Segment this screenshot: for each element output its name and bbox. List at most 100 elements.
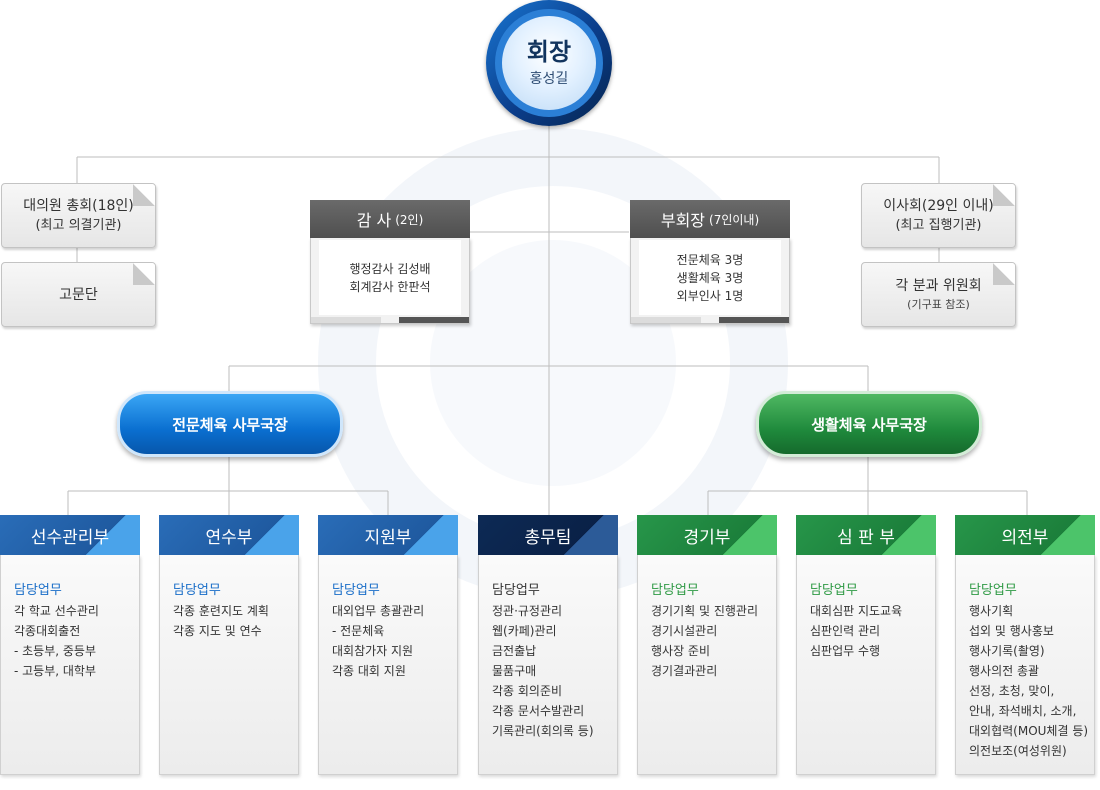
duty-item: 행사기록(촬영) bbox=[969, 644, 1045, 658]
duty-item: 행사의전 총괄 bbox=[969, 664, 1040, 678]
duty-item: 웹(카페)관리 bbox=[492, 624, 557, 638]
vice-member: 외부인사 1명 bbox=[676, 288, 744, 303]
duty-item: 선정, 초청, 맞이, bbox=[969, 684, 1055, 698]
department-name: 의전부 bbox=[1001, 527, 1049, 548]
audit-header: 감 사 (2인) bbox=[310, 200, 470, 238]
vice-member: 전문체육 3명 bbox=[676, 252, 744, 267]
duty-item: - 초등부, 중등부 bbox=[14, 644, 97, 658]
board-of-directors-box: 이사회(29인 이내) (최고 집행기관) bbox=[861, 183, 1016, 248]
duty-item: 대외업무 총괄관리 bbox=[332, 604, 425, 618]
page-fold-corner bbox=[133, 184, 155, 206]
duty-item: 행사기획 bbox=[969, 604, 1014, 618]
duty-item: 각 학교 선수관리 bbox=[14, 604, 99, 618]
vice-member: 생활체육 3명 bbox=[676, 270, 744, 285]
duty-item: 정관·규정관리 bbox=[492, 604, 563, 618]
duties-heading: 담당업무 bbox=[332, 583, 380, 598]
department-header: 선수관리부 bbox=[0, 515, 140, 555]
duties-heading: 담당업무 bbox=[969, 583, 1017, 598]
department-header: 지원부 bbox=[318, 515, 458, 555]
public-sports-secretary-pill: 생활체육 사무국장 bbox=[756, 391, 982, 457]
department-name: 총무팀 bbox=[524, 527, 572, 548]
duty-item: 대회참가자 지원 bbox=[332, 644, 414, 658]
duty-item: 심판인력 관리 bbox=[810, 624, 881, 638]
duty-item: 각종 지도 및 연수 bbox=[173, 624, 262, 638]
department-name: 지원부 bbox=[364, 527, 412, 548]
president-node: 회장 홍성길 bbox=[486, 0, 612, 126]
public-secretary-label: 생활체육 사무국장 bbox=[811, 415, 927, 434]
elite-secretary-label: 전문체육 사무국장 bbox=[172, 415, 288, 434]
duty-item: 물품구매 bbox=[492, 664, 537, 678]
audit-foot-dark bbox=[399, 317, 469, 323]
duty-item: 각종 대회 지원 bbox=[332, 664, 406, 678]
duties-heading: 담당업무 bbox=[173, 583, 221, 598]
board-title: 이사회(29인 이내) bbox=[883, 197, 994, 214]
department-header: 연수부 bbox=[159, 515, 299, 555]
duty-item: 금전출납 bbox=[492, 644, 537, 658]
duty-item: 각종 문서수발관리 bbox=[492, 704, 585, 718]
department-name: 경기부 bbox=[683, 527, 731, 548]
board-subtitle: (최고 집행기관) bbox=[895, 217, 982, 233]
audit-member: 회계감사 한판석 bbox=[349, 279, 431, 294]
vice-president-box: 부회장 (7인이내) 전문체육 3명 생활체육 3명 외부인사 1명 bbox=[630, 200, 790, 324]
duty-item: 대외협력(MOU체결 등) bbox=[969, 724, 1089, 738]
department-header: 총무팀 bbox=[478, 515, 618, 555]
audit-card: 행정감사 김성배 회계감사 한판석 bbox=[319, 240, 461, 315]
audit-body: 행정감사 김성배 회계감사 한판석 bbox=[310, 238, 470, 324]
vice-title: 부회장 bbox=[660, 211, 706, 230]
duties-heading: 담당업무 bbox=[14, 583, 62, 598]
vice-header: 부회장 (7인이내) bbox=[630, 200, 790, 238]
president-title: 회장 bbox=[526, 38, 572, 66]
duty-item: 의전보조(여성위원) bbox=[969, 744, 1067, 758]
assembly-subtitle: (최고 의결기관) bbox=[35, 217, 122, 233]
advisors-box: 고문단 bbox=[1, 262, 156, 327]
audit-count: (2인) bbox=[395, 212, 424, 227]
page-fold-corner bbox=[133, 263, 155, 285]
president-badge: 회장 홍성길 bbox=[502, 16, 596, 110]
duties-heading: 담당업무 bbox=[492, 583, 540, 598]
duty-item: 심판업무 수행 bbox=[810, 644, 881, 658]
committees-box: 각 분과 위원회 (기구표 참조) bbox=[861, 262, 1016, 327]
president-name: 홍성길 bbox=[529, 71, 569, 87]
committees-title: 각 분과 위원회 bbox=[895, 277, 982, 294]
duty-item: 각종 훈련지도 계획 bbox=[173, 604, 269, 618]
duty-item: 경기결과관리 bbox=[651, 664, 718, 678]
duty-item: - 고등부, 대학부 bbox=[14, 664, 97, 678]
advisors-label: 고문단 bbox=[59, 286, 98, 303]
committees-subtitle: (기구표 참조) bbox=[907, 297, 970, 311]
department-name: 심 판 부 bbox=[837, 527, 895, 548]
duty-item: 섭외 및 행사홍보 bbox=[969, 624, 1054, 638]
duty-item: 각종 회의준비 bbox=[492, 684, 563, 698]
vice-count: (7인이내) bbox=[709, 212, 760, 227]
department-header: 심 판 부 bbox=[796, 515, 936, 555]
assembly-title: 대의원 총회(18인) bbox=[23, 197, 134, 214]
department-name: 선수관리부 bbox=[30, 527, 110, 548]
page-fold-corner bbox=[993, 184, 1015, 206]
vice-card: 전문체육 3명 생활체육 3명 외부인사 1명 bbox=[639, 240, 781, 315]
duty-item: 행사장 준비 bbox=[651, 644, 711, 658]
audit-foot-light bbox=[311, 317, 381, 323]
department-header: 경기부 bbox=[637, 515, 777, 555]
vice-foot-light bbox=[631, 317, 701, 323]
duty-item: - 전문체육 bbox=[332, 624, 385, 638]
duty-item: 경기기획 및 진행관리 bbox=[651, 604, 758, 618]
duty-item: 각종대회출전 bbox=[14, 624, 81, 638]
duties-heading: 담당업무 bbox=[651, 583, 699, 598]
general-assembly-box: 대의원 총회(18인) (최고 의결기관) bbox=[1, 183, 156, 248]
duty-item: 대회심판 지도교육 bbox=[810, 604, 903, 618]
duty-item: 경기시설관리 bbox=[651, 624, 718, 638]
audit-box: 감 사 (2인) 행정감사 김성배 회계감사 한판석 bbox=[310, 200, 470, 324]
audit-member: 행정감사 김성배 bbox=[349, 261, 431, 276]
